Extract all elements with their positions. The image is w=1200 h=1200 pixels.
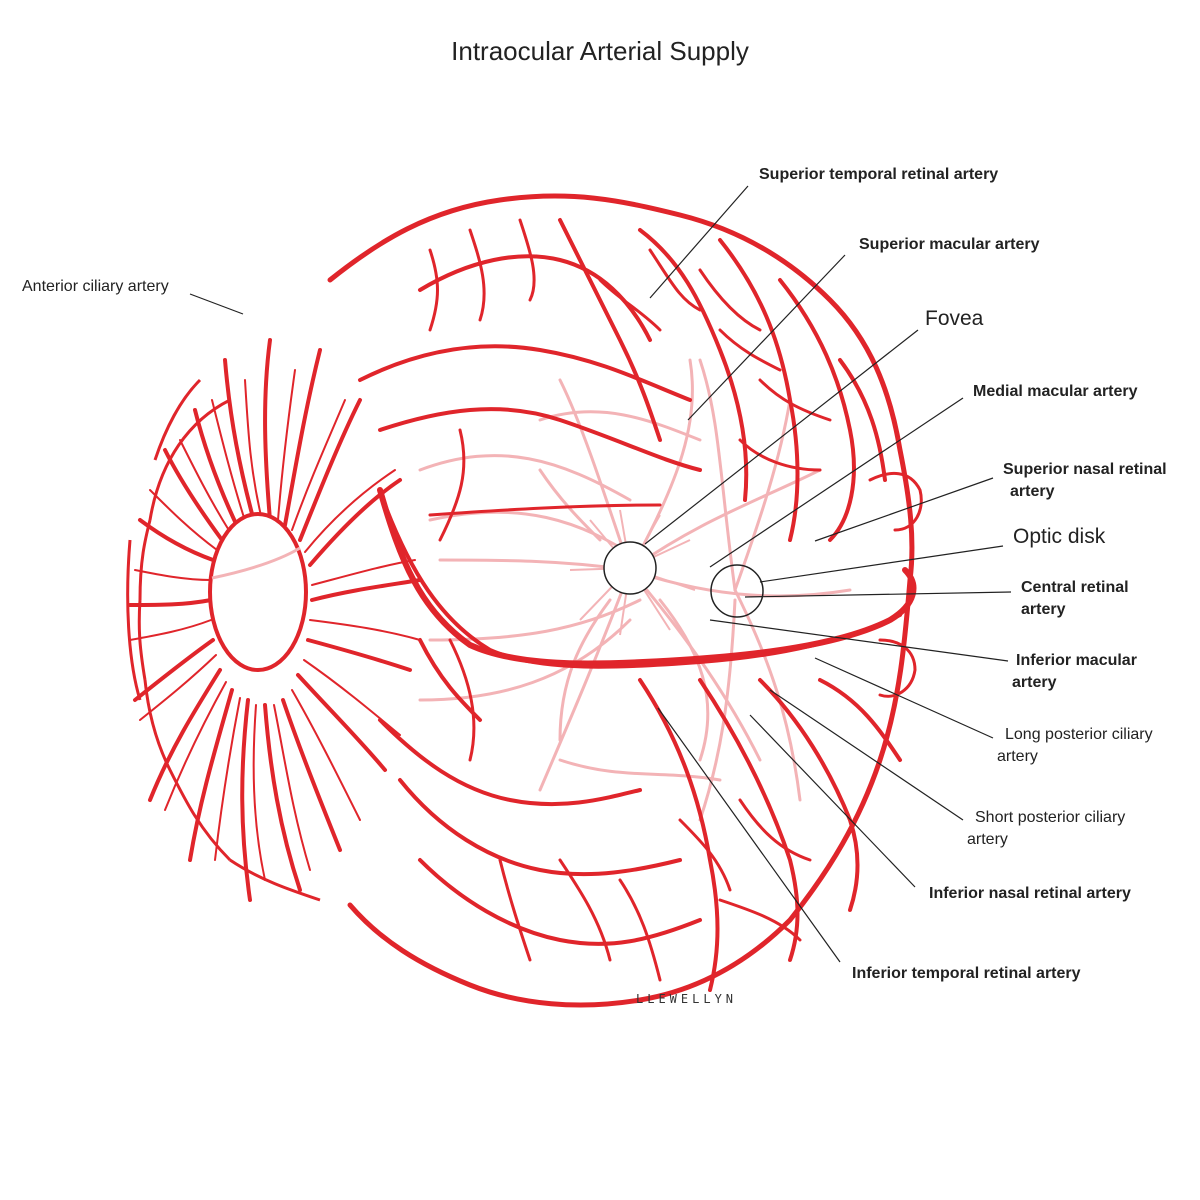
label-inferior-macular-artery-line2: artery [1012, 674, 1057, 691]
label-fovea: Fovea [925, 307, 984, 330]
label-short-posterior-ciliary-artery-line1: Short posterior ciliary [975, 809, 1126, 826]
central-retinal-trunk [377, 487, 917, 722]
label-central-retinal-artery-line1: Central retinal [1021, 579, 1129, 596]
iris-fine-vessels [129, 369, 421, 881]
label-anterior-ciliary-artery: Anterior ciliary artery [22, 278, 169, 295]
label-central-retinal-artery-line2: artery [1021, 601, 1066, 618]
artist-signature: LLEWELLYN [636, 992, 738, 1006]
optic-disk-circle [710, 564, 764, 618]
leader-lines [189, 185, 1012, 963]
label-medial-macular-artery: Medial macular artery [973, 383, 1138, 400]
pupil-reflex [211, 546, 301, 580]
label-long-posterior-ciliary-artery-line1: Long posterior ciliary [1005, 726, 1153, 743]
diagram-title: Intraocular Arterial Supply [451, 36, 749, 66]
iris-outer-ring [126, 378, 321, 902]
label-short-posterior-ciliary-artery-line2: artery [967, 831, 1008, 848]
label-superior-nasal-retinal-artery-line1: Superior nasal retinal [1003, 461, 1167, 478]
label-inferior-macular-artery-line1: Inferior macular [1016, 652, 1137, 669]
label-inferior-temporal-retinal-artery: Inferior temporal retinal artery [852, 965, 1081, 982]
fovea-circle [603, 541, 657, 595]
label-superior-temporal-retinal-artery: Superior temporal retinal artery [759, 166, 999, 183]
label-long-posterior-ciliary-artery-line2: artery [997, 748, 1038, 765]
label-superior-nasal-retinal-artery-line2: artery [1010, 483, 1055, 500]
label-inferior-nasal-retinal-artery: Inferior nasal retinal artery [929, 885, 1131, 902]
pupil [208, 512, 308, 672]
fovea-rays-faint [569, 509, 696, 636]
label-optic-disk: Optic disk [1013, 525, 1106, 548]
label-superior-macular-artery: Superior macular artery [859, 236, 1040, 253]
